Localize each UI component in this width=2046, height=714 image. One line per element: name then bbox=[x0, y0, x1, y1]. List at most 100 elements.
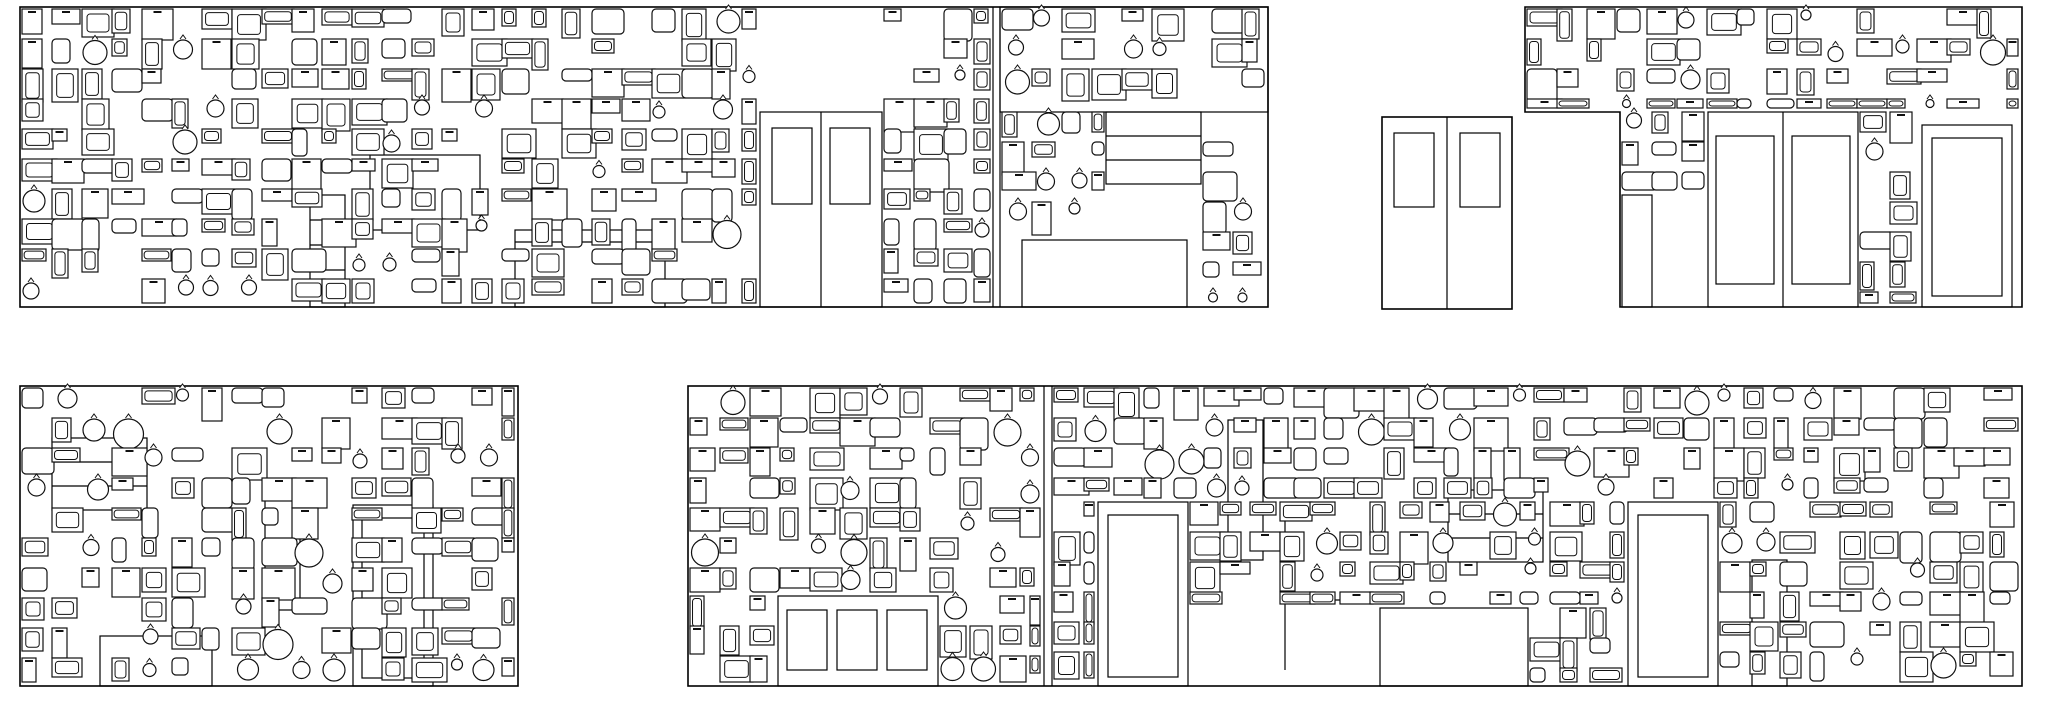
photo-image bbox=[505, 282, 521, 300]
picture-frame-icon bbox=[1863, 477, 1889, 493]
frame-label-mark bbox=[302, 161, 311, 163]
clock-hanger bbox=[1238, 475, 1246, 481]
frame-label-mark bbox=[701, 570, 709, 572]
picture-frame bbox=[351, 278, 375, 304]
picture-frame-icon bbox=[1676, 38, 1701, 61]
clock-hanger bbox=[1871, 137, 1878, 143]
picture-frame-icon bbox=[1529, 667, 1546, 683]
picture-frame bbox=[2006, 38, 2019, 57]
picture-frame bbox=[291, 158, 322, 192]
paneled-door bbox=[1097, 501, 1189, 687]
photo-image bbox=[919, 134, 943, 155]
picture-frame-icon bbox=[471, 537, 499, 562]
frame-label-mark bbox=[2008, 41, 2017, 43]
frame-label-mark bbox=[694, 480, 702, 482]
picture-frame bbox=[1713, 477, 1738, 499]
wall-clock bbox=[1416, 383, 1439, 410]
picture-frame bbox=[959, 387, 991, 402]
photo-image bbox=[752, 628, 772, 643]
wall-clock-icon bbox=[1625, 112, 1643, 129]
picture-frame bbox=[1989, 651, 2014, 677]
picture-frame-icon bbox=[441, 278, 462, 304]
picture-frame bbox=[351, 8, 385, 28]
frame-label-mark bbox=[1367, 390, 1376, 392]
wall-clock-icon bbox=[1621, 98, 1632, 109]
clock-hanger bbox=[274, 623, 282, 629]
frame-label-mark bbox=[693, 221, 701, 223]
wall-clock bbox=[86, 473, 110, 501]
picture-frame-icon bbox=[21, 387, 44, 409]
photo-image bbox=[384, 480, 409, 494]
picture-frame bbox=[411, 38, 435, 57]
picture-frame bbox=[1173, 477, 1197, 499]
picture-frame-icon bbox=[1923, 477, 1944, 499]
picture-frame bbox=[21, 128, 54, 150]
picture-frame-icon bbox=[1429, 501, 1450, 523]
wall-clock-icon bbox=[1144, 449, 1175, 480]
clock-hanger bbox=[815, 533, 822, 539]
frame-label-mark bbox=[1607, 450, 1616, 452]
wall-clock bbox=[142, 623, 159, 645]
picture-frame-icon bbox=[321, 158, 353, 174]
picture-frame-icon bbox=[1443, 387, 1478, 410]
photo-image bbox=[1066, 73, 1085, 97]
picture-frame bbox=[1473, 417, 1509, 452]
wall-clock-icon bbox=[175, 388, 190, 402]
photo-image bbox=[722, 450, 746, 461]
picture-frame-icon bbox=[1859, 231, 1895, 250]
wall-clock-icon bbox=[1206, 478, 1227, 498]
picture-frame bbox=[441, 507, 464, 522]
wall-clock-icon bbox=[742, 69, 756, 84]
wall-clock-icon bbox=[1895, 39, 1910, 54]
wall-clock-icon bbox=[236, 658, 260, 681]
frame-label-mark bbox=[999, 570, 1007, 572]
wall-clock-icon bbox=[974, 222, 990, 238]
frame-label-mark bbox=[922, 71, 931, 73]
photo-image bbox=[976, 71, 988, 88]
picture-frame-icon bbox=[321, 417, 351, 450]
clock-hanger bbox=[1014, 197, 1022, 203]
wall-clock bbox=[322, 568, 343, 594]
photo-image bbox=[504, 41, 531, 56]
photo-image bbox=[1529, 11, 1560, 24]
picture-frame bbox=[1399, 531, 1429, 565]
photo-image bbox=[1057, 421, 1073, 438]
picture-frame bbox=[1029, 655, 1041, 674]
picture-frame bbox=[231, 537, 255, 571]
clock-hanger bbox=[87, 533, 95, 539]
picture-frame-icon bbox=[943, 278, 967, 304]
picture-frame bbox=[1053, 561, 1071, 587]
photo-image bbox=[25, 162, 54, 178]
picture-frame bbox=[231, 248, 257, 268]
frame-label-mark bbox=[1217, 390, 1226, 392]
wall-clock-icon bbox=[1677, 11, 1695, 29]
frame-label-mark bbox=[1200, 504, 1208, 506]
wall-clock-icon bbox=[1071, 172, 1088, 189]
picture-frame bbox=[411, 477, 434, 512]
picture-frame bbox=[1736, 8, 1755, 26]
picture-frame bbox=[1309, 591, 1336, 605]
picture-frame bbox=[411, 158, 439, 172]
picture-frame bbox=[441, 417, 463, 450]
wall-clock bbox=[1800, 4, 1812, 21]
photo-image bbox=[1872, 504, 1890, 515]
clock-hanger bbox=[846, 475, 854, 481]
wall-clock-icon bbox=[1233, 202, 1253, 221]
shelf-block bbox=[1105, 111, 1202, 185]
photo-image bbox=[721, 419, 747, 429]
frame-label-mark bbox=[1008, 598, 1016, 600]
picture-frame bbox=[1579, 561, 1616, 579]
photo-image bbox=[1402, 564, 1412, 578]
wall-clock-icon bbox=[1032, 9, 1051, 27]
picture-frame-icon bbox=[1681, 141, 1705, 162]
picture-frame-icon bbox=[1946, 98, 1980, 109]
frame-label-mark bbox=[1272, 420, 1280, 422]
picture-frame bbox=[689, 567, 721, 593]
frame-label-mark bbox=[1753, 594, 1761, 596]
picture-frame-icon bbox=[261, 158, 292, 182]
picture-frame bbox=[1083, 447, 1113, 468]
picture-frame bbox=[869, 567, 897, 593]
picture-frame-icon bbox=[1563, 417, 1598, 436]
picture-frame bbox=[1323, 477, 1359, 499]
picture-frame bbox=[1833, 447, 1866, 482]
